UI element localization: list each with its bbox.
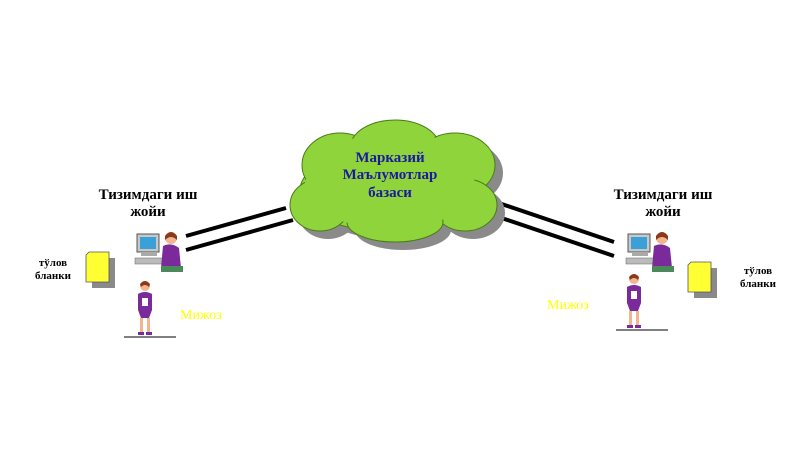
workplace-line2: жойи <box>645 204 681 221</box>
form-line2: бланки <box>740 277 776 290</box>
right-client-label: Мижоз <box>547 298 589 313</box>
payment-form-icon <box>687 261 717 298</box>
workplace-line2: жойи <box>130 204 166 221</box>
central-database-label: Марказий Маълумотлар базаси <box>315 150 465 202</box>
cloud-label-line1: Марказий <box>355 150 425 166</box>
payment-form-icon <box>85 251 115 288</box>
computer-operator-icon <box>625 232 674 272</box>
workplace-line1: Тизимдаги иш <box>613 187 713 203</box>
right-workplace-label: Тизимдаги иш жойи <box>583 187 743 222</box>
form-line2: бланки <box>35 269 71 282</box>
cloud-label-line3: базаси <box>368 184 412 201</box>
cloud-label-line2: Маълумотлар <box>342 167 438 184</box>
right-form-label: тўлов бланки <box>728 265 788 290</box>
client-person-icon <box>138 281 152 335</box>
left-form-label: тўлов бланки <box>18 257 88 282</box>
left-client-label: Мижоз <box>180 308 222 323</box>
computer-operator-icon <box>134 232 183 272</box>
form-line1: тўлов <box>38 257 68 269</box>
left-connection <box>185 206 294 252</box>
workplace-line1: Тизимдаги иш <box>98 187 198 203</box>
cloud-icon <box>289 119 505 250</box>
form-line1: тўлов <box>743 265 773 277</box>
left-workplace-label: Тизимдаги иш жойи <box>68 187 228 222</box>
client-person-icon <box>627 274 641 328</box>
